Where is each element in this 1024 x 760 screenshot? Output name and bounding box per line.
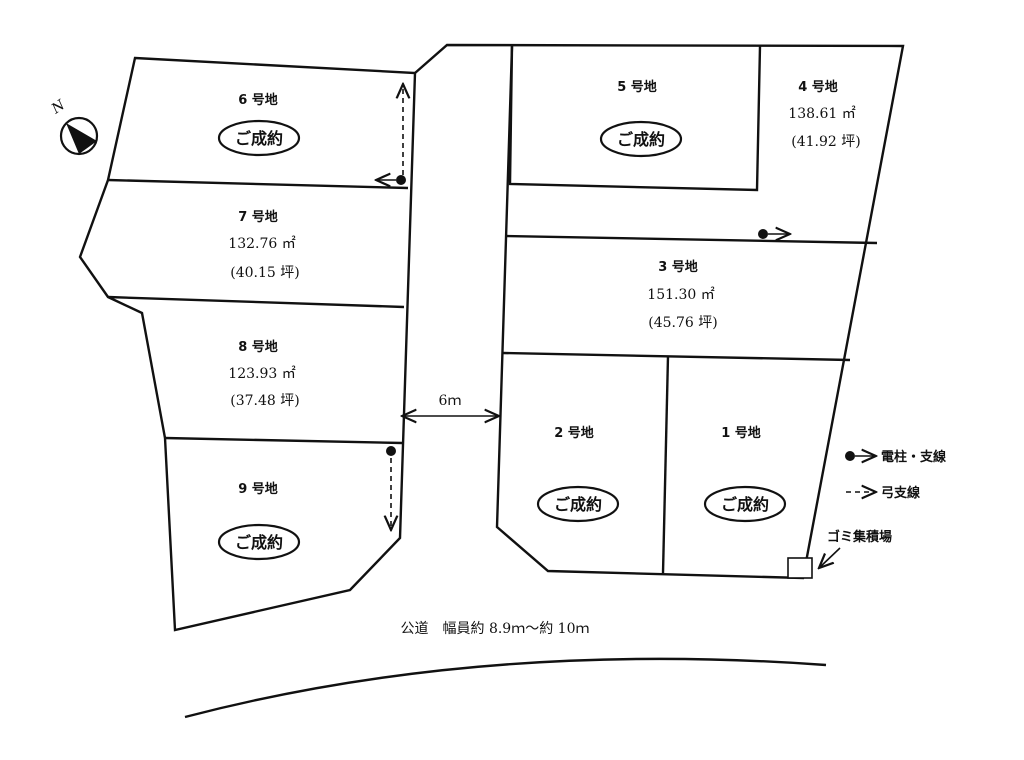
- legend-pole-icon: [845, 451, 855, 461]
- garbage-pointer-arrow: [819, 547, 841, 568]
- lot-9-sold-badge: [217, 523, 301, 561]
- lot-1-sold-text: ご成約: [721, 495, 769, 514]
- lot-3: 3 号地 151.30 ㎡ (45.76 坪): [647, 259, 717, 331]
- legend-bow-label: 弓支線: [881, 485, 921, 501]
- lot-2-sold-text: ご成約: [554, 495, 602, 514]
- lot-6-label: 6 号地: [238, 92, 278, 108]
- road-width-label: 6ｍ: [439, 393, 462, 409]
- pole-9: [386, 446, 396, 530]
- lot-4-label: 4 号地: [798, 79, 838, 95]
- lot-6: 6 号地 ご成約: [217, 92, 301, 157]
- lot-7-tsubo: (40.15 坪): [230, 265, 299, 281]
- legend: 電柱・支線 弓支線 ゴミ集積場: [819, 449, 947, 568]
- lot-4-area: 138.61 ㎡: [788, 106, 855, 122]
- lot-6-sold-badge: [217, 119, 301, 157]
- lot-5: 5 号地 ご成約: [599, 79, 683, 158]
- lot-8-label: 8 号地: [238, 339, 278, 355]
- public-road-label: 公道 幅員約 8.9ｍ～約 10ｍ: [401, 621, 590, 637]
- lot-5-sold-badge: [599, 120, 683, 158]
- lot-5-label: 5 号地: [617, 79, 657, 95]
- legend-pole-label: 電柱・支線: [881, 449, 947, 465]
- compass-letter: N: [48, 97, 69, 118]
- road-width-dimension: 6ｍ: [402, 393, 499, 416]
- legend-garbage-label: ゴミ集積場: [827, 529, 892, 545]
- lot-4: 4 号地 138.61 ㎡ (41.92 坪): [788, 79, 860, 150]
- lot-3-label: 3 号地: [658, 259, 698, 275]
- lot-8: 8 号地 123.93 ㎡ (37.48 坪): [228, 339, 299, 409]
- lot-4-tsubo: (41.92 坪): [791, 134, 860, 150]
- lot-6-sold-text: ご成約: [235, 129, 283, 148]
- lot-7-label: 7 号地: [238, 209, 278, 225]
- lot-5-sold-text: ご成約: [617, 130, 665, 149]
- lot-9-label: 9 号地: [238, 481, 278, 497]
- lot-3-area: 151.30 ㎡: [647, 287, 714, 303]
- lot-1: 1 号地 ご成約: [703, 425, 787, 523]
- pole-3: [758, 229, 790, 239]
- lot-3-tsubo: (45.76 坪): [648, 315, 717, 331]
- lot-7: 7 号地 132.76 ㎡ (40.15 坪): [228, 209, 299, 281]
- pole-6: [376, 84, 406, 185]
- left-block: [78, 56, 417, 632]
- lot-1-label: 1 号地: [721, 425, 761, 441]
- lot-1-sold-badge: [703, 485, 787, 523]
- lot-8-area: 123.93 ㎡: [228, 366, 295, 382]
- lot-8-tsubo: (37.48 坪): [230, 393, 299, 409]
- lot-9-sold-text: ご成約: [235, 533, 283, 552]
- lot-2: 2 号地 ご成約: [536, 425, 620, 523]
- compass: N: [48, 97, 99, 156]
- lot-7-area: 132.76 ㎡: [228, 236, 295, 252]
- lot-2-sold-badge: [536, 485, 620, 523]
- public-road-line: [184, 657, 827, 719]
- garbage-area-box: [787, 557, 813, 579]
- north-arrow-icon: [66, 123, 97, 154]
- lot-9: 9 号地 ご成約: [217, 481, 301, 561]
- lot-2-label: 2 号地: [554, 425, 594, 441]
